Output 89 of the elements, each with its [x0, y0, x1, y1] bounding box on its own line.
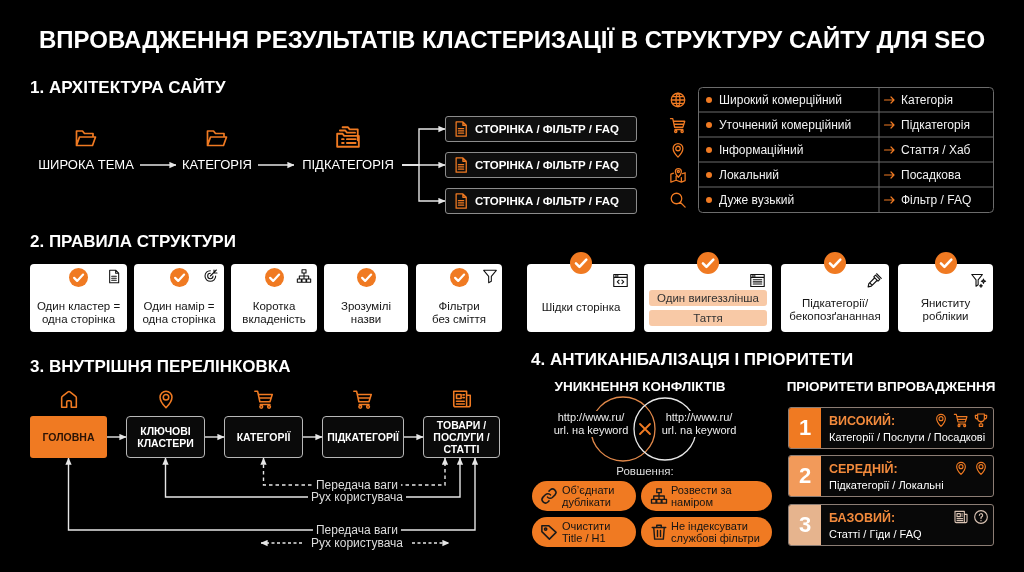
- priority-pages: Підкатегорії / Локальні: [829, 479, 944, 492]
- solution-text: Розвести за наміром: [671, 484, 733, 508]
- priority-level: СЕРЕДНІЙ:: [829, 462, 898, 476]
- page-type-label: Посадкова: [901, 167, 961, 182]
- level-label: КЛЮЧОВІ КЛАСТЕРИ: [136, 425, 195, 449]
- rule-text: Коротка вкладеність: [241, 300, 307, 326]
- level-label: КАТЕГОРІЇ: [235, 431, 292, 443]
- priority-level: БАЗОВИЙ:: [829, 511, 896, 525]
- solution-pill: [532, 517, 636, 547]
- rule-text: Один кластер = одна сторінка: [35, 300, 122, 326]
- rule-text: Фільтри без сміття: [430, 300, 487, 326]
- solution-text: Очистити Title / H1: [562, 520, 612, 544]
- arrow: [139, 161, 177, 169]
- level-box: [126, 416, 205, 458]
- section-heading: 2. ПРАВИЛА СТРУКТУРИ: [30, 232, 236, 252]
- priority-card: [788, 407, 994, 449]
- level-box: [423, 416, 500, 458]
- level-label: ГОЛОВНА: [41, 431, 96, 443]
- rule-card: [898, 264, 993, 332]
- priority-pages: Статті / Гіди / FAQ: [829, 528, 922, 541]
- rule-text: Один намір = одна сторінка: [141, 300, 217, 326]
- priority-number: 2: [789, 456, 821, 496]
- rule-card: [30, 264, 127, 332]
- solution-text: Не індексувати службові фільтри: [671, 520, 761, 544]
- home-box: [30, 416, 107, 458]
- highlight-bar: [649, 310, 767, 326]
- arrow: [302, 433, 323, 441]
- level-label: ПІДКАТЕГОРІЇ: [326, 431, 400, 443]
- priority-level: ВИСОКИЙ:: [829, 414, 896, 428]
- rule-card: [231, 264, 317, 332]
- level-box: [322, 416, 404, 458]
- page-label: СТОРІНКА / ФІЛЬТР / FAQ: [475, 158, 619, 173]
- page-type-label: Підкатегорія: [901, 117, 970, 132]
- level-label: ТОВАРИ / ПОСЛУГИ / СТАТТІ: [432, 419, 491, 455]
- topic-label: КАТЕГОРІЯ: [176, 156, 258, 174]
- intent-label: Дуже вузький: [719, 192, 795, 207]
- arrow: [204, 433, 225, 441]
- rule-card: [324, 264, 408, 332]
- arrow: [403, 433, 424, 441]
- flow-label: Рух користувача: [308, 537, 406, 549]
- priority-card: [788, 455, 994, 497]
- level-box: [224, 416, 303, 458]
- priority-number: 3: [789, 505, 821, 545]
- rule-card: [527, 264, 635, 332]
- rule-card: [781, 264, 889, 332]
- solution-pill: [641, 481, 772, 511]
- arrow: [401, 164, 446, 205]
- note-text: Ровшення:: [616, 464, 674, 478]
- rule-text: Яниститу роблікии: [919, 297, 972, 324]
- highlight-bar: [649, 290, 767, 306]
- priority-card: [788, 504, 994, 546]
- rule-text: Підкатегорії/ бекопозґананная: [788, 297, 882, 324]
- rule-card: [644, 264, 772, 332]
- solution-text: Об’єднати дублікати: [562, 484, 616, 508]
- section-heading: 4. АНТИКАНІБАЛІЗАЦІЯ І ПРІОРИТЕТИ: [531, 350, 854, 370]
- topic-label: ШИРОКА ТЕМА: [32, 156, 140, 174]
- intent-label: Локальний: [719, 167, 780, 182]
- edge-label: Рух користувача: [308, 491, 406, 503]
- rule-text: Шідки сторінка: [540, 301, 622, 315]
- rule-card: [134, 264, 224, 332]
- arrow: [106, 433, 127, 441]
- topic-label: ПІДКАТЕГОРІЯ: [294, 156, 402, 174]
- title: ВПРОВАДЖЕННЯ РЕЗУЛЬТАТІВ КЛАСТЕРИЗАЦІЇ В СТРУКТУРУ САЙТУ ДЛЯ SEO: [38, 25, 986, 55]
- page-box: [445, 188, 637, 214]
- rule-card: [416, 264, 502, 332]
- section-heading: 3. ВНУТРІШНЯ ПЕРЕЛІНКОВКА: [30, 357, 291, 377]
- page-type-label: Категорія: [901, 92, 954, 107]
- intent-label: Уточнений комерційний: [719, 117, 852, 132]
- solution-pill: [641, 517, 772, 547]
- bar-text: Один виигеззлінша: [656, 291, 760, 306]
- rule-text: Зрозумілі назви: [339, 300, 393, 326]
- page-label: СТОРІНКА / ФІЛЬТР / FAQ: [475, 194, 619, 209]
- section-heading: 1. АРХІТЕКТУРА САЙТУ: [30, 78, 226, 98]
- intent-label: Широкий комерційний: [719, 92, 842, 107]
- page-label: СТОРІНКА / ФІЛЬТР / FAQ: [475, 122, 619, 137]
- edge-label: Передача ваги: [312, 479, 402, 491]
- bar-text: Таття: [692, 311, 724, 326]
- page-box: [445, 116, 637, 142]
- priority-pages: Категорії / Послуги / Посадкові: [829, 431, 986, 444]
- subsection-heading: УНИКНЕННЯ КОНФЛІКТІВ: [554, 379, 726, 395]
- page-type-label: Стаття / Хаб: [901, 142, 971, 157]
- solution-pill: [532, 481, 636, 511]
- page-type-label: Фільтр / FAQ: [901, 192, 972, 207]
- intent-label: Інформаційний: [719, 142, 804, 157]
- subsection-heading: ПРІОРИТЕТИ ВПРОВАДЖЕННЯ: [786, 379, 996, 395]
- edge-label: Передача ваги: [312, 524, 402, 536]
- priority-number: 1: [789, 408, 821, 448]
- page-box: [445, 152, 637, 178]
- arrow: [257, 161, 295, 169]
